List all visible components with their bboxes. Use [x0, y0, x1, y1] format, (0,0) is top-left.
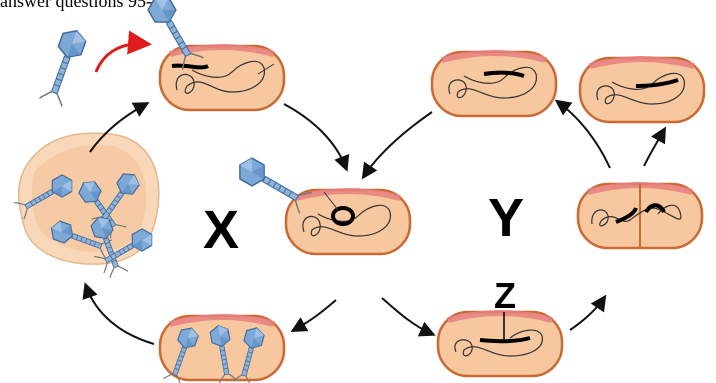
cycle-arrow [284, 104, 346, 168]
cycle-arrow [294, 300, 336, 330]
label-y: Y [488, 188, 524, 248]
cell-dividing [578, 184, 702, 248]
cell-infected [160, 46, 284, 110]
cell-integrated-prophage [438, 312, 562, 376]
label-z: Z [494, 275, 516, 316]
cycle-arrow [570, 298, 604, 330]
cycle-arrow [644, 130, 664, 166]
injection-arrow [96, 44, 146, 72]
cell-daughter-right [580, 58, 704, 122]
cycle-arrow [86, 286, 154, 344]
cell-daughter-top [432, 52, 556, 116]
cycle-arrow [364, 112, 432, 176]
cell-dna-circular [286, 190, 410, 254]
label-x: X [203, 200, 239, 260]
phage-icon [40, 27, 89, 107]
cycle-arrow [382, 298, 432, 334]
